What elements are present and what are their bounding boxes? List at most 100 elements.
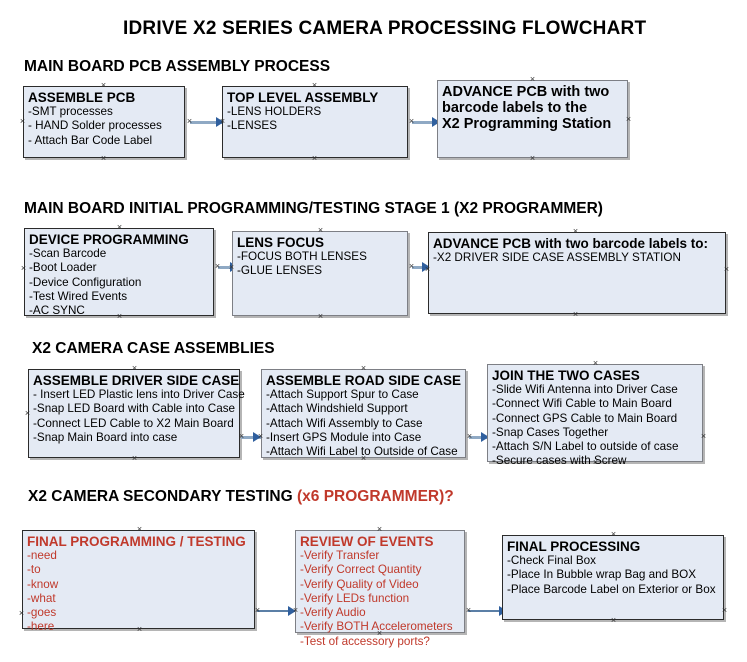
node-line: -Place Barcode Label on Exterior or Box	[507, 582, 716, 596]
resize-handle-left[interactable]	[424, 266, 431, 273]
node-lines: -Verify Transfer -Verify Correct Quantit…	[300, 549, 464, 635]
node-lens-focus[interactable]: LENS FOCUS -FOCUS BOTH LENSES -GLUE LENS…	[232, 231, 408, 316]
node-device-programming[interactable]: DEVICE PROGRAMMING -Scan Barcode -Boot L…	[24, 228, 214, 318]
node-title: ADVANCE PCB with two	[442, 84, 610, 100]
node-line: -know	[27, 577, 59, 591]
resize-handle-left[interactable]	[228, 264, 235, 271]
resize-handle-bottom[interactable]	[131, 455, 138, 462]
node-line: -Verify Transfer	[300, 549, 380, 562]
node-line: - Attach Bar Code Label	[28, 133, 153, 147]
node-title: TOP LEVEL ASSEMBLY	[227, 90, 379, 105]
resize-handle-top[interactable]	[529, 76, 536, 83]
node-top-level-assembly[interactable]: TOP LEVEL ASSEMBLY -LENS HOLDERS -LENSES	[222, 86, 408, 158]
connector-handle-start[interactable]	[408, 263, 415, 270]
resize-handle-top[interactable]	[136, 526, 143, 533]
node-line: -here	[27, 620, 55, 634]
resize-handle-bottom[interactable]	[592, 459, 599, 466]
connector-handle-start[interactable]	[408, 118, 415, 125]
connector-handle-start[interactable]	[238, 433, 245, 440]
resize-handle-top[interactable]	[100, 82, 107, 89]
connector-final-programming-to-review[interactable]	[257, 610, 297, 612]
resize-handle-left[interactable]	[19, 118, 26, 125]
node-lines: -X2 DRIVER SIDE CASE ASSEMBLY STATION	[433, 251, 725, 265]
resize-handle-top[interactable]	[592, 360, 599, 367]
resize-handle-bottom[interactable]	[311, 155, 318, 162]
connector-driver-to-road-side[interactable]	[241, 436, 263, 439]
node-line: -what	[27, 591, 56, 605]
connector-handle-start[interactable]	[214, 263, 221, 270]
connector-pcb-to-top-level[interactable]	[190, 121, 222, 124]
node-join-the-two-cases[interactable]: JOIN THE TWO CASES -Slide Wifi Antenna i…	[487, 364, 703, 467]
node-title: ASSEMBLE ROAD SIDE CASE	[266, 373, 462, 388]
resize-handle-bottom[interactable]	[360, 455, 367, 462]
node-body: FINAL PROCESSING -Check Final Box -Place…	[503, 536, 723, 597]
resize-handle-top[interactable]	[317, 227, 324, 234]
resize-handle-top[interactable]	[311, 82, 318, 89]
resize-handle-right[interactable]	[723, 266, 730, 273]
resize-handle-bottom[interactable]	[136, 626, 143, 633]
node-title: FINAL PROCESSING	[507, 539, 641, 554]
resize-handle-top[interactable]	[131, 365, 138, 372]
connector-handle-start[interactable]	[466, 433, 473, 440]
resize-handle-top[interactable]	[572, 228, 579, 235]
resize-handle-left[interactable]	[257, 433, 264, 440]
node-line: -Connect LED Cable to X2 Main Board	[33, 416, 234, 430]
resize-handle-left[interactable]	[20, 265, 27, 272]
resize-handle-bottom[interactable]	[100, 155, 107, 162]
resize-handle-top[interactable]	[116, 224, 123, 231]
resize-handle-right[interactable]	[721, 607, 728, 614]
resize-handle-right[interactable]	[700, 433, 707, 440]
node-assemble-driver-side-case[interactable]: ASSEMBLE DRIVER SIDE CASE - Insert LED P…	[28, 369, 245, 458]
node-lines: -Attach Support Spur to Case -Attach Win…	[266, 388, 465, 459]
node-line: -Snap LED Board with Cable into Case	[33, 402, 236, 416]
node-advance-pcb-to-programming-station[interactable]: ADVANCE PCB with two barcode labels to t…	[437, 80, 628, 158]
arrowhead-icon	[432, 117, 440, 127]
node-lines: -FOCUS BOTH LENSES -GLUE LENSES	[237, 250, 407, 279]
node-body: DEVICE PROGRAMMING -Scan Barcode -Boot L…	[25, 229, 213, 318]
section-heading-annotation: (x6 PROGRAMMER)?	[297, 488, 454, 505]
resize-handle-top[interactable]	[376, 526, 383, 533]
section-heading-x2-camera-case-assemblies: X2 CAMERA CASE ASSEMBLIES	[32, 340, 275, 357]
node-line: -Device Configuration	[29, 275, 142, 289]
node-title: ASSEMBLE PCB	[28, 90, 136, 105]
node-line: -AC SYNC	[29, 304, 85, 318]
connector-road-side-to-join[interactable]	[469, 436, 491, 439]
resize-handle-bottom[interactable]	[116, 313, 123, 320]
node-assemble-road-side-case[interactable]: ASSEMBLE ROAD SIDE CASE -Attach Support …	[261, 369, 466, 458]
node-line: -Attach Wifi Label to Outside of Case	[266, 445, 458, 459]
resize-handle-top[interactable]	[360, 365, 367, 372]
connector-handle-start[interactable]	[465, 607, 472, 614]
resize-handle-top[interactable]	[610, 531, 617, 538]
node-lines: -need -to -know -what -goes -here	[27, 549, 254, 635]
resize-handle-bottom[interactable]	[376, 630, 383, 637]
connector-review-to-final-processing[interactable]	[468, 610, 508, 612]
resize-handle-bottom[interactable]	[610, 617, 617, 624]
node-title-line2: barcode labels to the	[442, 100, 588, 116]
connector-top-level-to-advance[interactable]	[412, 121, 440, 124]
node-lines: -SMT processes - HAND Solder processes -…	[28, 105, 184, 148]
node-final-processing[interactable]: FINAL PROCESSING -Check Final Box -Place…	[502, 535, 724, 620]
node-line: -GLUE LENSES	[237, 264, 323, 278]
node-final-programming-testing[interactable]: FINAL PROGRAMMING / TESTING -need -to -k…	[22, 530, 255, 633]
resize-handle-bottom[interactable]	[572, 311, 579, 318]
resize-handle-right[interactable]	[625, 116, 632, 123]
node-line: -to	[27, 563, 41, 577]
node-title-line3: X2 Programming Station	[442, 116, 612, 132]
node-line: -Test Wired Events	[29, 289, 128, 303]
resize-handle-left[interactable]	[24, 410, 31, 417]
connector-handle-start[interactable]	[254, 607, 261, 614]
node-review-of-events[interactable]: REVIEW OF EVENTS -Verify Transfer -Verif…	[295, 530, 465, 648]
resize-handle-left[interactable]	[18, 610, 25, 617]
resize-handle-left[interactable]	[219, 118, 226, 125]
resize-handle-left[interactable]	[292, 607, 299, 614]
node-body: ASSEMBLE PCB -SMT processes - HAND Solde…	[24, 87, 184, 148]
node-line: -Attach Support Spur to Case	[266, 388, 419, 401]
connector-handle-start[interactable]	[186, 118, 193, 125]
node-line: - HAND Solder processes	[28, 119, 162, 133]
node-body: ADVANCE PCB with two barcode labels to: …	[429, 233, 725, 265]
node-assemble-pcb[interactable]: ASSEMBLE PCB -SMT processes - HAND Solde…	[23, 86, 185, 158]
node-advance-pcb-driver-side[interactable]: ADVANCE PCB with two barcode labels to: …	[428, 232, 726, 314]
resize-handle-bottom[interactable]	[529, 155, 536, 162]
resize-handle-bottom[interactable]	[317, 313, 324, 320]
node-body: JOIN THE TWO CASES -Slide Wifi Antenna i…	[488, 365, 702, 469]
